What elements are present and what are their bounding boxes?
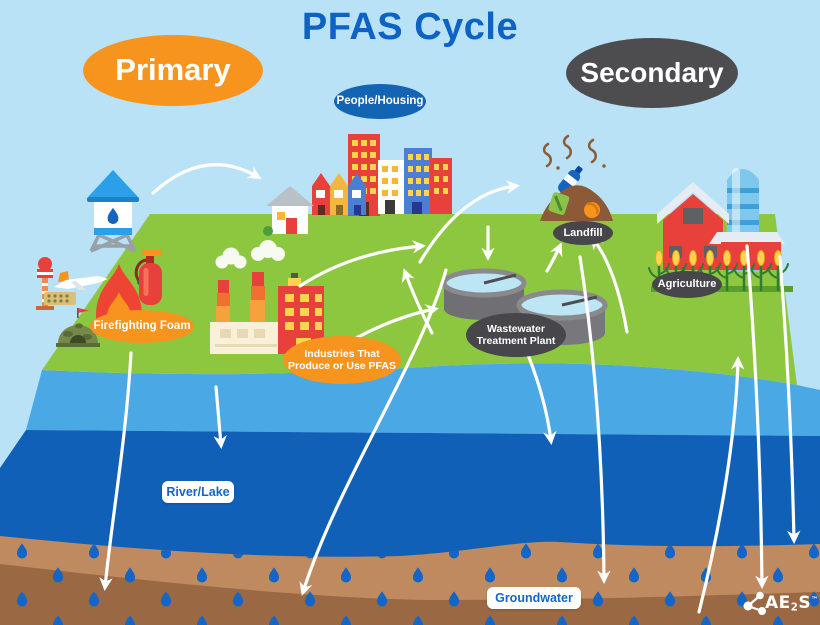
groundwater-drops	[0, 536, 820, 625]
arrow-wastewater-to-landfill	[545, 242, 563, 273]
military-bunker-icon	[56, 308, 100, 347]
primary-sources-label: Primary	[83, 35, 263, 106]
wastewater-text-line2: Treatment Plant	[476, 335, 556, 347]
river-lake-text: River/Lake	[166, 484, 230, 499]
arrow-factory-to-air	[298, 240, 427, 288]
water-drop-icon	[107, 207, 119, 224]
arrow-groundwater-to-agriculture	[697, 355, 745, 614]
water-tower-icon	[87, 170, 139, 253]
fire-extinguisher-icon	[134, 250, 162, 305]
arrow-farm-to-water	[778, 255, 801, 545]
agriculture-label: Agriculture	[652, 271, 722, 298]
primary-label-text: Primary	[115, 52, 231, 88]
arrow-landfill-to-groundwater	[578, 255, 611, 585]
secondary-sources-label: Secondary	[566, 38, 738, 108]
river-lake-label: River/Lake	[162, 481, 234, 503]
secondary-label-text: Secondary	[580, 57, 724, 89]
page-title: PFAS Cycle	[301, 6, 519, 48]
people-housing-label: People/Housing	[334, 84, 426, 119]
arrow-foam-to-groundwater	[99, 351, 133, 592]
wastewater-text-line1: Wastewater	[487, 322, 545, 335]
farm-icon	[648, 168, 793, 292]
wastewater-plant-label: Wastewater Treatment Plant	[466, 313, 566, 357]
industries-text-line2: Produce or Use PFAS	[288, 360, 396, 372]
people-housing-text: People/Housing	[336, 94, 424, 107]
agriculture-text: Agriculture	[657, 278, 717, 291]
arrow-tower-to-housing	[151, 163, 262, 195]
arrow-wastewater-to-river	[525, 350, 557, 446]
landfill-pile-icon	[540, 134, 613, 221]
logo-part2: 2	[790, 602, 799, 614]
logo-trademark: ™	[811, 595, 819, 604]
river-lake-shallow-water	[26, 363, 820, 436]
arrow-farm-to-groundwater	[745, 244, 769, 590]
molecule-logo-icon	[743, 591, 766, 615]
flow-arrows	[99, 163, 801, 614]
city-buildings-icon	[263, 134, 452, 236]
industries-label: Industries That Produce or Use PFAS	[283, 336, 401, 384]
arrow-right-to-landfill	[590, 235, 629, 334]
arrow-up-to-housing	[401, 268, 434, 335]
arrow-industries-to-wastewater	[354, 304, 439, 340]
house-icon	[263, 186, 314, 236]
barracks-icon	[44, 292, 76, 305]
firefighting-foam-label: Firefighting Foam	[90, 310, 194, 343]
arrow-center-to-groundwater	[299, 268, 448, 596]
landfill-text: Landfill	[563, 226, 603, 239]
logo-part3: S	[798, 593, 812, 613]
arrow-industries-to-river	[213, 385, 227, 450]
landfill-label: Landfill	[553, 221, 613, 245]
aes-logo-wordmark: AE2S™	[765, 593, 819, 614]
groundwater-text: Groundwater	[495, 590, 573, 605]
logo-part1: AE	[765, 593, 791, 613]
row-houses-icon	[312, 173, 366, 215]
arrow-housing-to-landfill	[418, 180, 521, 264]
airplane-icon	[54, 271, 108, 290]
firefighting-foam-text: Firefighting Foam	[93, 319, 191, 332]
smoke-icon	[215, 240, 285, 269]
trash-bottle-icon	[558, 166, 583, 195]
groundwater-label: Groundwater	[487, 587, 581, 609]
industries-text-line1: Industries That	[304, 347, 380, 360]
